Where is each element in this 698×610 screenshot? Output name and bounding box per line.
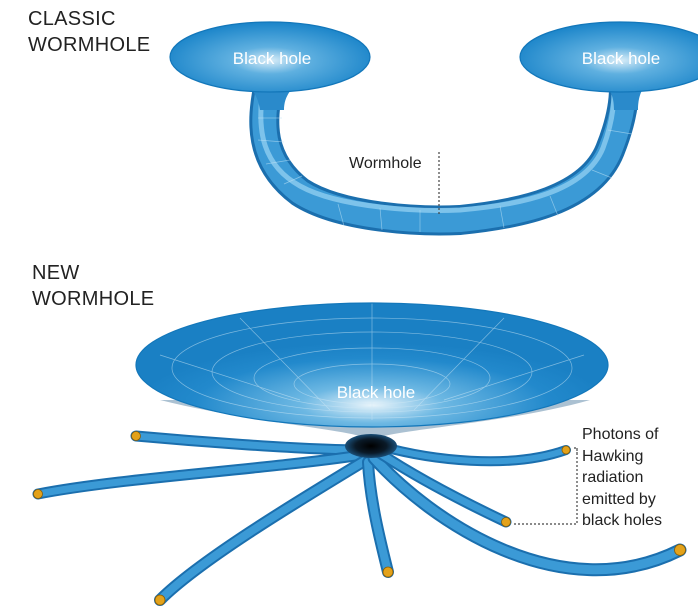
new-funnel-throat xyxy=(345,434,397,458)
photons-annotation-line: emitted by xyxy=(582,490,656,508)
photons-pointer-line xyxy=(512,447,578,525)
photons-annotation-line: Hawking xyxy=(582,447,644,465)
classic-heading: CLASSIC WORMHOLE xyxy=(28,6,150,58)
photon-tip-1 xyxy=(131,431,141,441)
photon-tip-3 xyxy=(154,594,166,606)
photons-annotation: Photons of Hawking radiation emitted by … xyxy=(582,424,694,532)
classic-left-black-hole xyxy=(170,22,370,92)
classic-left-funnel-rim xyxy=(169,21,371,93)
classic-left-black-hole-label: Black hole xyxy=(233,49,311,68)
photon-tube-7 xyxy=(375,441,571,467)
photon-tube-3 xyxy=(154,454,372,606)
photons-annotation-line: Photons of xyxy=(582,426,659,443)
photon-tube-2 xyxy=(32,449,368,500)
photon-tip-2 xyxy=(33,489,43,499)
classic-tube-grid xyxy=(257,117,633,232)
new-funnel-grid xyxy=(159,303,585,420)
photon-tip-4 xyxy=(382,566,394,578)
new-heading: NEW WORMHOLE xyxy=(32,260,154,312)
classic-wormhole-highlight xyxy=(258,89,617,213)
photon-tube-4 xyxy=(362,456,394,578)
classic-heading-line1: CLASSIC xyxy=(28,8,116,30)
photon-tips xyxy=(33,431,686,606)
new-black-hole-label: Black hole xyxy=(337,383,415,402)
photon-tube-1 xyxy=(130,430,368,456)
photon-tip-7 xyxy=(561,445,571,455)
photon-tube-5 xyxy=(367,451,687,577)
classic-right-funnel-rim xyxy=(519,21,698,93)
new-funnel-rim xyxy=(135,302,609,428)
photon-tube-6 xyxy=(372,446,512,528)
new-heading-line1: NEW xyxy=(32,262,80,284)
new-heading-line2: WORMHOLE xyxy=(32,288,155,310)
classic-right-black-hole xyxy=(520,22,698,92)
photons-annotation-line: black holes xyxy=(582,512,663,529)
photon-tip-5 xyxy=(674,544,686,556)
photon-tip-6 xyxy=(501,517,511,527)
wormhole-label: Wormhole xyxy=(349,155,422,172)
classic-heading-line2: WORMHOLE xyxy=(28,34,151,56)
classic-wormhole-tube xyxy=(252,76,636,233)
photons-annotation-line: radiation xyxy=(582,469,644,486)
classic-right-black-hole-label: Black hole xyxy=(582,49,660,68)
photon-tubes xyxy=(32,430,687,606)
